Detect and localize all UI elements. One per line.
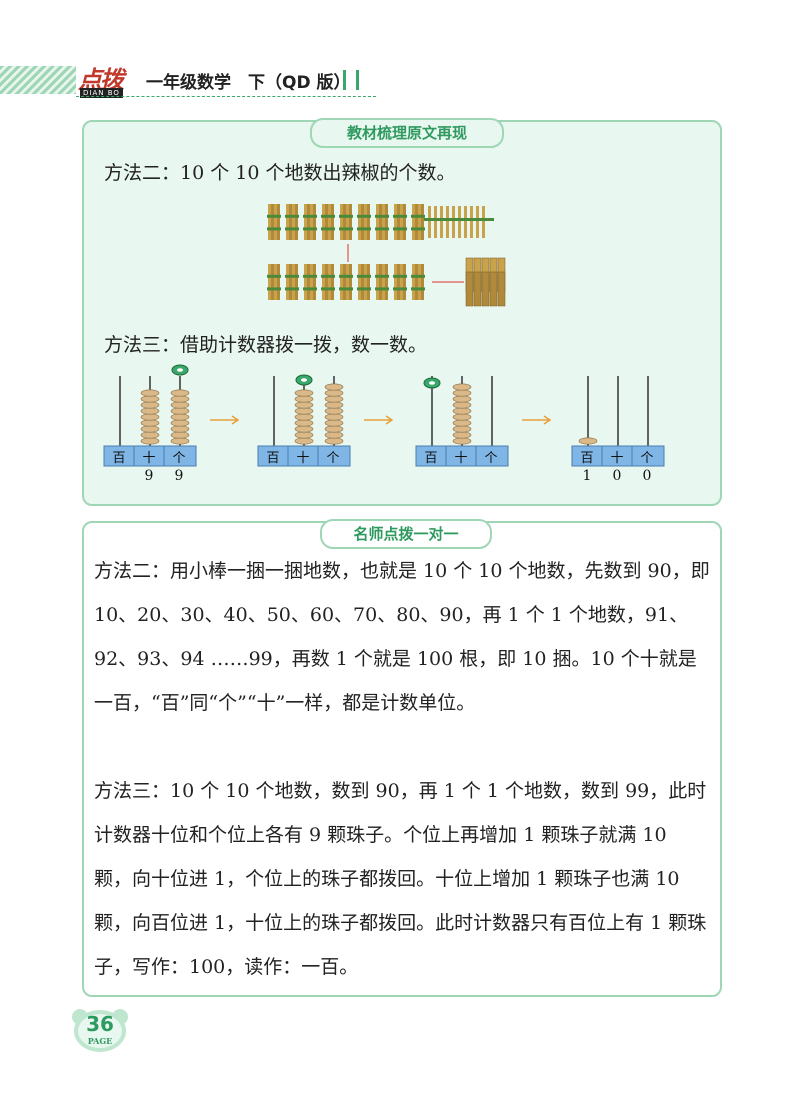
abacus-digit: 0 (612, 468, 622, 484)
section-tab-teacher: 名师点拨一对一 (320, 519, 492, 549)
abacus-place-label: 百 (424, 451, 438, 466)
abacus-place-label: 百 (580, 451, 594, 466)
page-number-badge (72, 1009, 128, 1052)
abacus-digit: 9 (174, 468, 184, 484)
page-label: PAGE (87, 1036, 113, 1046)
header-bars-icon (343, 70, 359, 90)
header-divider (76, 96, 376, 97)
abacus-place-label: 个 (484, 451, 498, 466)
publisher-logo: 点拨 DIAN BO (78, 60, 136, 100)
abacus-place-label: 十 (142, 451, 156, 466)
abacus-place-label: 十 (296, 451, 310, 466)
abacus-digit: 0 (642, 468, 652, 484)
section-tab-textbook: 教材梳理原文再现 (310, 118, 504, 148)
abacus-place-label: 百 (266, 451, 280, 466)
abacus-place-label: 百 (112, 451, 126, 466)
teacher-tips-box (82, 521, 722, 997)
explanation-method2: 方法二：用小棒一捆一捆地数，也就是 10 个 10 个地数，先数到 90，即 1… (94, 560, 710, 714)
method2-text: 方法二：10 个 10 个地数出辣椒的个数。 (104, 162, 456, 184)
abacus-digit: 9 (144, 468, 154, 484)
header-stripe (0, 66, 76, 94)
abacus-digit: 1 (582, 468, 592, 484)
logo-sub: DIAN BO (80, 88, 123, 98)
abacus-place-label: 十 (610, 451, 624, 466)
book-title: 一年级数学 下（QD 版） (146, 73, 351, 93)
abacus-place-label: 个 (326, 451, 340, 466)
page-number: 36 (86, 1012, 114, 1036)
abacus-place-label: 十 (454, 451, 468, 466)
explanation-method3: 方法三：10 个 10 个地数，数到 90，再 1 个 1 个地数，数到 99，… (94, 780, 707, 978)
abacus-place-label: 个 (172, 451, 186, 466)
abacus-place-label: 个 (640, 451, 654, 466)
method3-text: 方法三：借助计数器拨一拨，数一数。 (104, 334, 428, 356)
